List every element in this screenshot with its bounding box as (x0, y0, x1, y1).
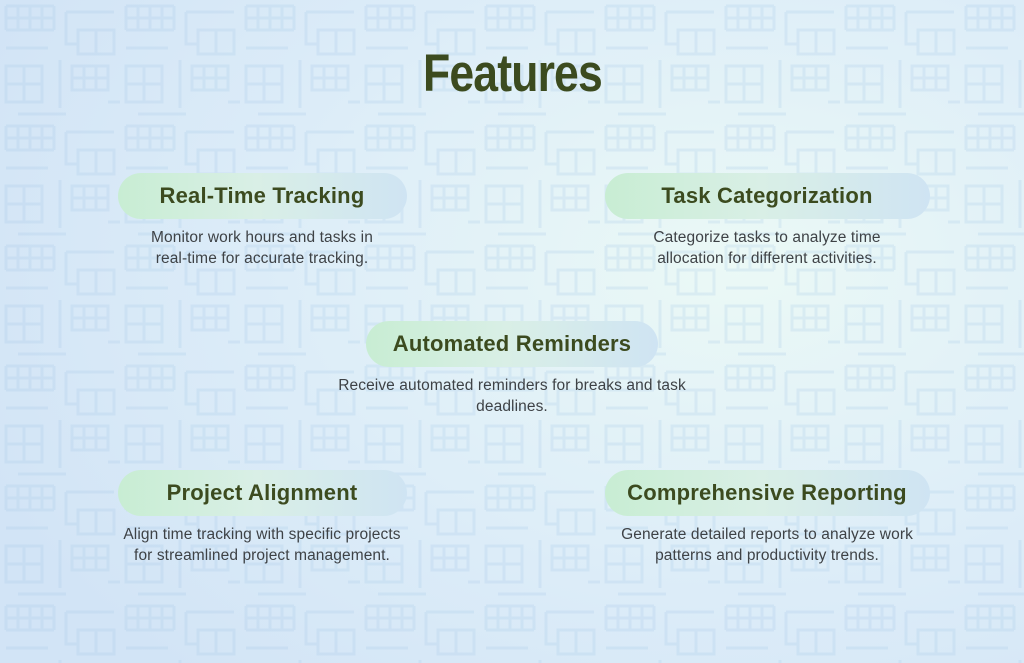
description-line: for streamlined project management. (134, 546, 390, 564)
description-line: allocation for different activities. (657, 249, 877, 267)
description-line: Categorize tasks to analyze time (653, 229, 881, 246)
page-title: Features (0, 47, 1024, 100)
feature-title: Task Categorization (661, 183, 873, 208)
feature-description: Receive automated reminders for breaks a… (338, 376, 686, 417)
feature-title: Comprehensive Reporting (627, 480, 907, 505)
feature-title: Automated Reminders (392, 331, 632, 356)
description-line: patterns and productivity trends. (655, 546, 879, 564)
description-line: real-time for accurate tracking. (155, 249, 369, 267)
feature-title: Project Alignment (166, 480, 358, 505)
feature-card-automated-reminders: Automated Reminders Receive automated re… (292, 321, 732, 417)
page-title-text: Features (422, 44, 603, 103)
feature-title: Real-Time Tracking (159, 183, 365, 208)
feature-pill: Automated Reminders (366, 321, 658, 367)
feature-card-project-alignment: Project Alignment Align time tracking wi… (92, 470, 432, 566)
feature-pill: Project Alignment (117, 470, 407, 516)
description-line: Monitor work hours and tasks in (151, 229, 373, 246)
feature-pill: Task Categorization (604, 173, 930, 219)
description-line: Receive automated reminders for breaks a… (338, 377, 686, 394)
feature-card-real-time-tracking: Real-Time Tracking Monitor work hours an… (92, 173, 432, 269)
feature-card-comprehensive-reporting: Comprehensive Reporting Generate detaile… (597, 470, 937, 566)
feature-description: Align time tracking with specific projec… (123, 525, 400, 566)
description-line: Align time tracking with specific projec… (123, 526, 401, 543)
feature-description: Generate detailed reports to analyze wor… (621, 525, 913, 566)
feature-description: Monitor work hours and tasks in real-tim… (151, 228, 373, 269)
description-line: deadlines. (476, 397, 548, 415)
feature-description: Categorize tasks to analyze time allocat… (653, 228, 880, 269)
description-line: Generate detailed reports to analyze wor… (621, 526, 913, 543)
feature-card-task-categorization: Task Categorization Categorize tasks to … (597, 173, 937, 269)
feature-pill: Real-Time Tracking (117, 173, 407, 219)
feature-pill: Comprehensive Reporting (604, 470, 930, 516)
